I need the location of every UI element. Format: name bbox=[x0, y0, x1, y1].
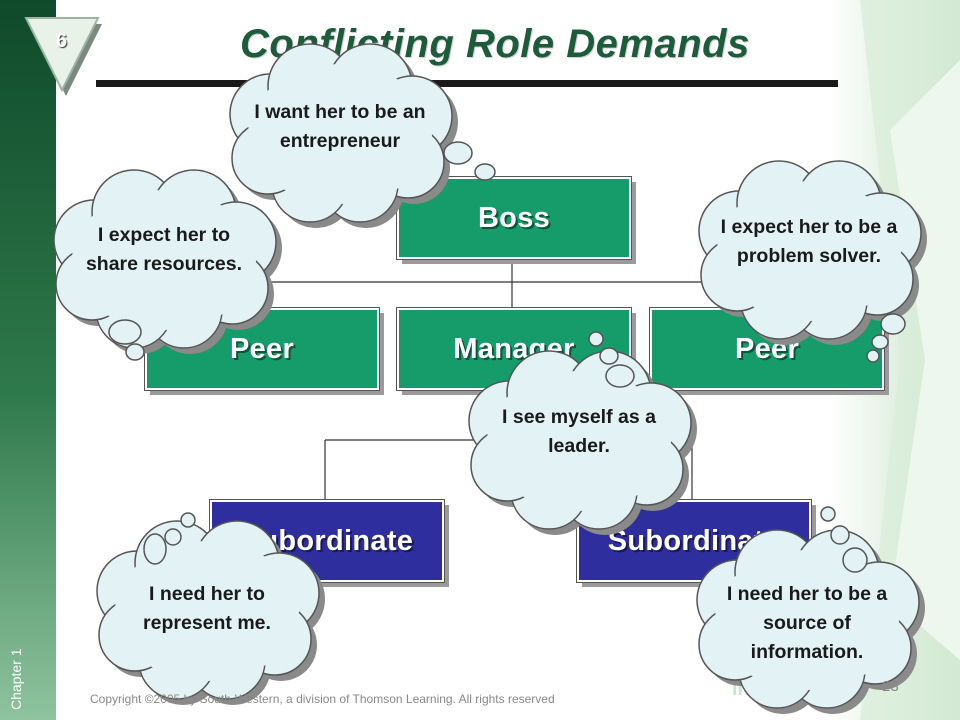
title-divider bbox=[96, 80, 838, 87]
page-number: 28 bbox=[882, 678, 899, 695]
thought-peer-left-text: I expect her to share resources. bbox=[85, 224, 243, 275]
thought-boss-text: I want her to be an entrepreneur bbox=[254, 101, 426, 152]
peer-left-label: Peer bbox=[229, 332, 295, 365]
chapter-number: 6 bbox=[56, 30, 68, 52]
left-sidebar-bar bbox=[0, 0, 56, 720]
chapter-triangle-icon bbox=[24, 17, 102, 96]
thought-peer-right-text: I expect her to be a problem solver. bbox=[720, 216, 898, 267]
right-decorative-panel bbox=[830, 0, 960, 720]
boss-label: Boss bbox=[477, 201, 551, 234]
thought-subordinate-right-text: I need her to be a source of information… bbox=[726, 583, 888, 663]
thought-manager-text: I see myself as a leader. bbox=[502, 406, 656, 457]
thought-subordinate-left-text: I need her to represent me. bbox=[143, 583, 271, 634]
copyright-notice: Copyright ©2005 by South-Western, a divi… bbox=[90, 692, 555, 706]
